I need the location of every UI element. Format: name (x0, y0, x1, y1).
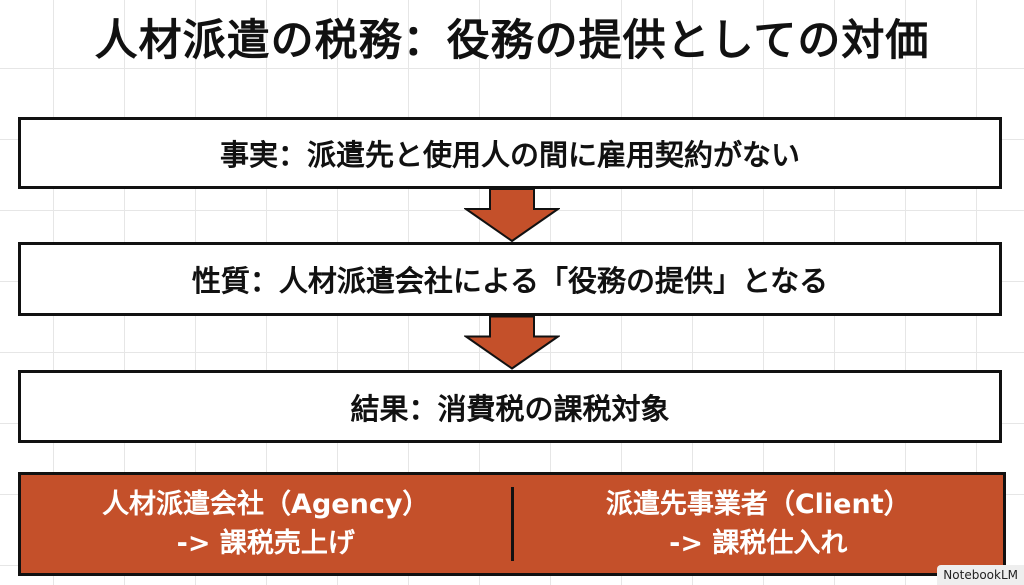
slide-title: 人材派遣の税務：役務の提供としての対価 (94, 16, 930, 66)
agency-summary: 人材派遣会社（Agency） -> 課税売上げ (21, 475, 511, 573)
client-label: 派遣先事業者（Client） (605, 488, 911, 520)
down-arrow-icon (464, 189, 560, 243)
divider (510, 487, 514, 561)
down-arrow-icon (464, 316, 560, 370)
agency-result: -> 課税売上げ (176, 528, 355, 559)
client-result: -> 課税仕入れ (669, 528, 848, 559)
nature-box: 性質：人材派遣会社による「役務の提供」となる (18, 242, 1002, 316)
summary-box: 人材派遣会社（Agency） -> 課税売上げ 派遣先事業者（Client） -… (18, 472, 1006, 576)
watermark-badge: NotebookLM (937, 565, 1024, 585)
result-box: 結果：消費税の課税対象 (18, 370, 1002, 443)
client-summary: 派遣先事業者（Client） -> 課税仕入れ (514, 475, 1004, 573)
agency-label: 人材派遣会社（Agency） (102, 488, 430, 520)
fact-box: 事実：派遣先と使用人の間に雇用契約がない (18, 117, 1002, 189)
